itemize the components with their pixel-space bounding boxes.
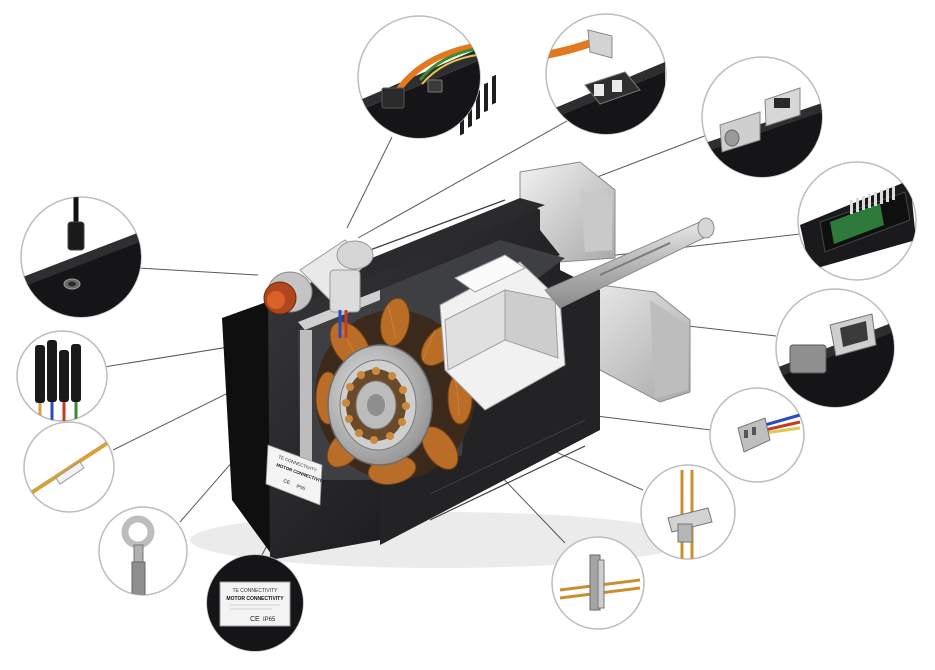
ring-terminal-icon	[121, 515, 155, 595]
leader-line	[346, 136, 393, 229]
leader-line	[357, 120, 568, 239]
nameplate-ce: CE	[282, 478, 291, 486]
bearing-disc	[327, 344, 433, 466]
callout-wire-splice	[709, 387, 805, 483]
output-shaft	[544, 217, 715, 309]
callout-idc-terminal	[551, 536, 645, 630]
zoom-label-ip: IP65	[263, 617, 276, 623]
callout-dsub-connector	[775, 288, 895, 408]
wire-splice-icon	[737, 413, 801, 453]
zoom-label-line2: MOTOR CONNECTIVITY	[226, 596, 284, 602]
callout-circular-m8-connector	[20, 196, 142, 318]
motor-nameplate: TE CONNECTIVITY MOTOR CONNECTIVITY CE IP…	[265, 444, 326, 506]
cut-plane-side	[300, 330, 312, 482]
angled-connector-icon	[546, 29, 665, 134]
leader-line	[137, 267, 259, 276]
body-grooves	[369, 199, 586, 521]
dsub-connector-icon	[776, 313, 894, 407]
nameplate-label-icon: TE CONNECTIVITY MOTOR CONNECTIVITY CE IP…	[207, 555, 303, 651]
front-flange-side	[650, 300, 688, 398]
callout-pcb-connector	[797, 161, 917, 281]
idc-terminal-icon	[559, 554, 641, 611]
rear-flange-face	[580, 190, 612, 252]
callout-power-header	[357, 15, 481, 139]
rotor-magnets	[439, 74, 566, 411]
heatshrink-tubing-icon	[35, 340, 81, 421]
callout-ring-terminal	[98, 506, 188, 596]
circular-m8-connector-icon	[21, 197, 141, 317]
nameplate-ip: IP65	[296, 483, 307, 491]
servo-motor-cutaway: TE CONNECTIVITY MOTOR CONNECTIVITY CE IP…	[190, 74, 715, 568]
callout-ptr-terminal	[640, 464, 736, 560]
callout-angled-connector	[545, 13, 667, 135]
motor-power-connector	[263, 239, 374, 338]
power-header-icon	[360, 42, 480, 138]
callout-rj45-jack	[701, 56, 823, 178]
pcb-connector-icon	[800, 180, 916, 270]
motor-end-cap	[222, 300, 272, 555]
zoom-label-line1: TE CONNECTIVITY	[232, 588, 278, 594]
zoom-label-ce: CE	[250, 616, 260, 623]
callout-butt-splice	[23, 421, 115, 513]
butt-splice-icon	[26, 438, 114, 497]
callout-heatshrink-tubing	[16, 330, 108, 422]
rj45-jack-icon	[705, 87, 822, 177]
ptr-terminal-icon	[667, 470, 713, 559]
callout-nameplate-label: TE CONNECTIVITY MOTOR CONNECTIVITY CE IP…	[206, 554, 304, 652]
